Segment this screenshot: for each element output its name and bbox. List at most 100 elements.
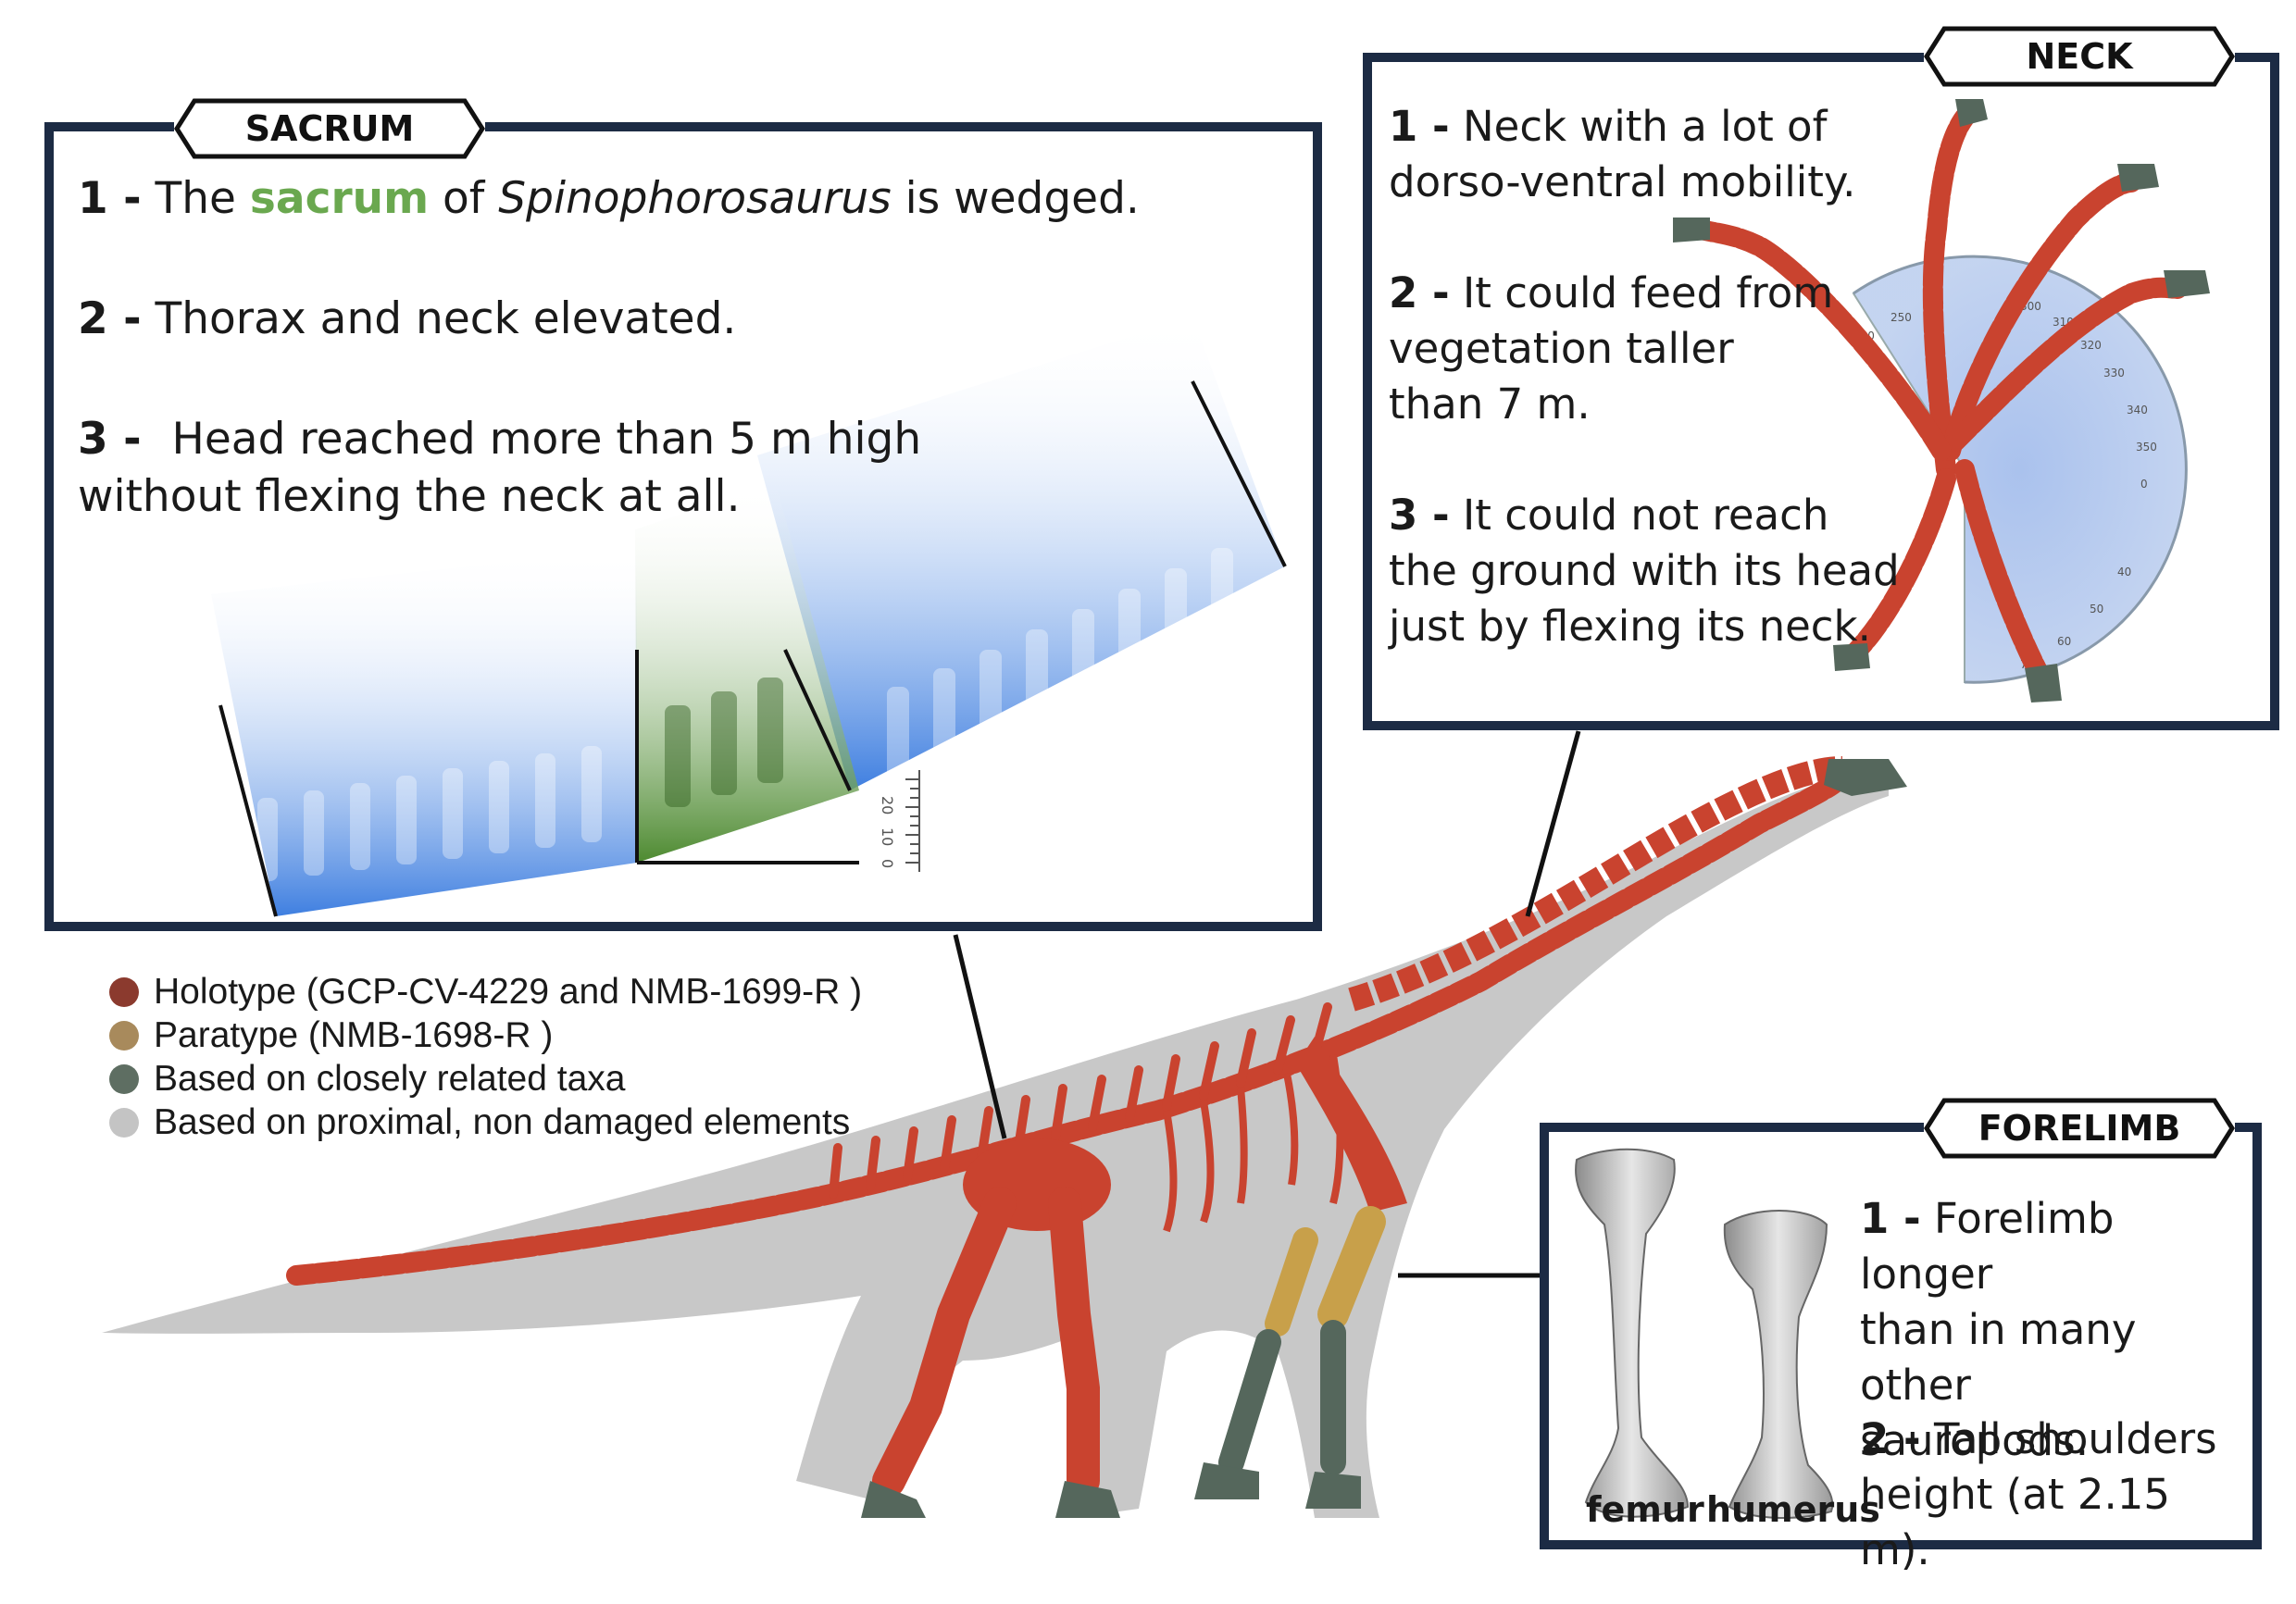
neck-point-2-number: 2 - (1389, 268, 1450, 317)
forelimb-point-2: 2 - Tall shoulders height (at 2.15 m). (1860, 1411, 2249, 1578)
legend-label: Based on closely related taxa (154, 1058, 626, 1099)
sacrum-point-2-text: Thorax and neck elevated. (155, 293, 737, 344)
neck-point-2: 2 - It could feed from vegetation taller… (1389, 266, 1870, 432)
neck-point-1-number: 1 - (1389, 102, 1450, 151)
sacrum-point-3: 3 - Head reached more than 5 m high with… (78, 411, 921, 526)
forelimb-panel: femur humerus 1 - Forelimb longer than i… (1540, 1123, 2262, 1574)
femur-bone (1575, 1148, 1690, 1518)
blue-band-right (757, 317, 1285, 790)
sacrum-point-3-number: 3 - (78, 414, 142, 465)
legend-label: Holotype (GCP-CV-4229 and NMB-1699-R ) (154, 971, 863, 1012)
forelimb-point-2-line-2: height (at 2.15 m). (1860, 1470, 2171, 1574)
forelimb-point-2-line-1: Tall shoulders (1933, 1414, 2217, 1463)
scale-tick-20: 20 (879, 796, 896, 814)
scapula (1296, 1037, 1407, 1212)
sacrum-connector (953, 934, 1007, 1139)
neck-point-3-line-2: the ground with its head (1389, 546, 1900, 595)
neck-pose-skulls (1673, 99, 2210, 703)
svg-text:60: 60 (2057, 635, 2071, 648)
band-border-3 (783, 649, 852, 791)
genus-name: Spinophorosaurus (498, 173, 892, 224)
neck-point-3-number: 3 - (1389, 491, 1450, 540)
neck-point-3: 3 - It could not reach the ground with i… (1389, 488, 1907, 654)
neural-spines (829, 1002, 1332, 1199)
sacrum-point-1-text-c: is wedged. (905, 173, 1140, 224)
sacral-vertebrae (665, 678, 783, 807)
svg-text:320: 320 (2080, 339, 2102, 352)
svg-text:0: 0 (2140, 478, 2148, 491)
neck-tab-label: NECK (2026, 36, 2133, 77)
humerus-bone (1723, 1210, 1834, 1519)
forelimb-tab: FORELIMB (1924, 1098, 2235, 1159)
sacrum-point-1-number: 1 - (78, 173, 142, 224)
neck-point-1-line-1: Neck with a lot of (1462, 102, 1828, 151)
ribs (1163, 1054, 1344, 1233)
hind-leg (872, 1187, 1100, 1498)
svg-text:340: 340 (2127, 404, 2148, 417)
sacrum-tab-label: SACRUM (244, 108, 415, 149)
related-taxa-swatch (109, 1063, 139, 1094)
forelimb-tab-label: FORELIMB (1978, 1108, 2181, 1149)
femur-label: femur (1586, 1489, 1704, 1530)
sacrum-green-wedge (635, 483, 859, 863)
neck-point-1-line-2: dorso-ventral mobility. (1389, 157, 1856, 206)
svg-text:50: 50 (2090, 603, 2103, 615)
forelimb-point-1-number: 1 - (1860, 1194, 1921, 1243)
svg-text:330: 330 (2103, 367, 2125, 379)
humerus-label: humerus (1706, 1489, 1880, 1530)
legend-label: Based on proximal, non damaged elements (154, 1101, 851, 1142)
neck-connector (1525, 730, 1581, 917)
sacrum-point-2-number: 2 - (78, 293, 142, 344)
hind-foot (861, 1481, 1120, 1518)
sacrum-point-3-line-2: without flexing the neck at all. (78, 471, 741, 522)
neck-mobility-illustration: 240 250 260 300 310 320 330 340 350 0 40… (1673, 99, 2210, 703)
sacrum-panel: 20 10 0 1 - The sacrum of Spinophorosaur… (44, 122, 1322, 931)
vertebrae-row (257, 548, 1233, 881)
forelimb-upper (1317, 1206, 1386, 1330)
neck-point-3-line-1: It could not reach (1462, 491, 1829, 540)
svg-text:350: 350 (2136, 441, 2157, 454)
sacrum-illustration: 20 10 0 (211, 317, 1287, 917)
neck-point-2-line-3: than 7 m. (1389, 379, 1591, 429)
sacrum-highlight: sacrum (249, 173, 430, 224)
holotype-swatch (109, 976, 139, 1007)
sacrum-point-2: 2 - Thorax and neck elevated. (78, 291, 736, 348)
forelimb-lower (1218, 1320, 1346, 1475)
neck-point-3-line-3: just by flexing its neck. (1389, 602, 1871, 651)
svg-text:40: 40 (2117, 566, 2131, 578)
legend-item-proximal: Based on proximal, non damaged elements (109, 1100, 862, 1144)
svg-text:250: 250 (1890, 311, 1912, 324)
sacrum-point-1-text-b: of (443, 173, 485, 224)
neck-poses (1686, 107, 2188, 683)
band-border-4 (1191, 380, 1287, 567)
fore-foot (1194, 1462, 1361, 1509)
proximal-swatch (109, 1107, 139, 1138)
legend-item-related-taxa: Based on closely related taxa (109, 1057, 862, 1100)
forelimb-point-1-line-2: than in many other (1860, 1305, 2137, 1410)
paratype-swatch (109, 1020, 139, 1051)
protractor-arc (1853, 255, 2188, 684)
forelimb-point-1-line-3: sauropods. (1860, 1416, 2089, 1465)
neck-point-2-line-1: It could feed from (1462, 268, 1834, 317)
forelimb-point-1-line-1: Forelimb longer (1860, 1194, 2115, 1299)
neck-point-1: 1 - Neck with a lot of dorso-ventral mob… (1389, 99, 1870, 210)
neck-panel: 240 250 260 300 310 320 330 340 350 0 40… (1363, 53, 2279, 730)
scale-tick-10: 10 (879, 827, 896, 846)
legend-item-holotype: Holotype (GCP-CV-4229 and NMB-1699-R ) (109, 970, 862, 1013)
angle-scale (905, 770, 920, 872)
scale-tick-0: 0 (879, 859, 896, 868)
legend: Holotype (GCP-CV-4229 and NMB-1699-R ) P… (109, 970, 862, 1144)
forelimb-point-2-number: 2 - (1860, 1414, 1921, 1463)
neck-tab: NECK (1924, 26, 2235, 87)
neck-point-2-line-2: vegetation taller (1389, 324, 1734, 373)
sacrum-tab: SACRUM (174, 98, 485, 159)
sacrum-point-3-line-1: Head reached more than 5 m high (171, 414, 922, 465)
legend-item-paratype: Paratype (NMB-1698-R ) (109, 1013, 862, 1057)
band-border-1 (218, 704, 278, 917)
vertebral-column (286, 767, 1849, 1286)
legend-label: Paratype (NMB-1698-R ) (154, 1014, 554, 1055)
sacrum-point-1-text-a: The (155, 173, 236, 224)
blue-band-left (211, 548, 637, 916)
sacrum-point-1: 1 - The sacrum of Spinophorosaurus is we… (78, 170, 1140, 228)
